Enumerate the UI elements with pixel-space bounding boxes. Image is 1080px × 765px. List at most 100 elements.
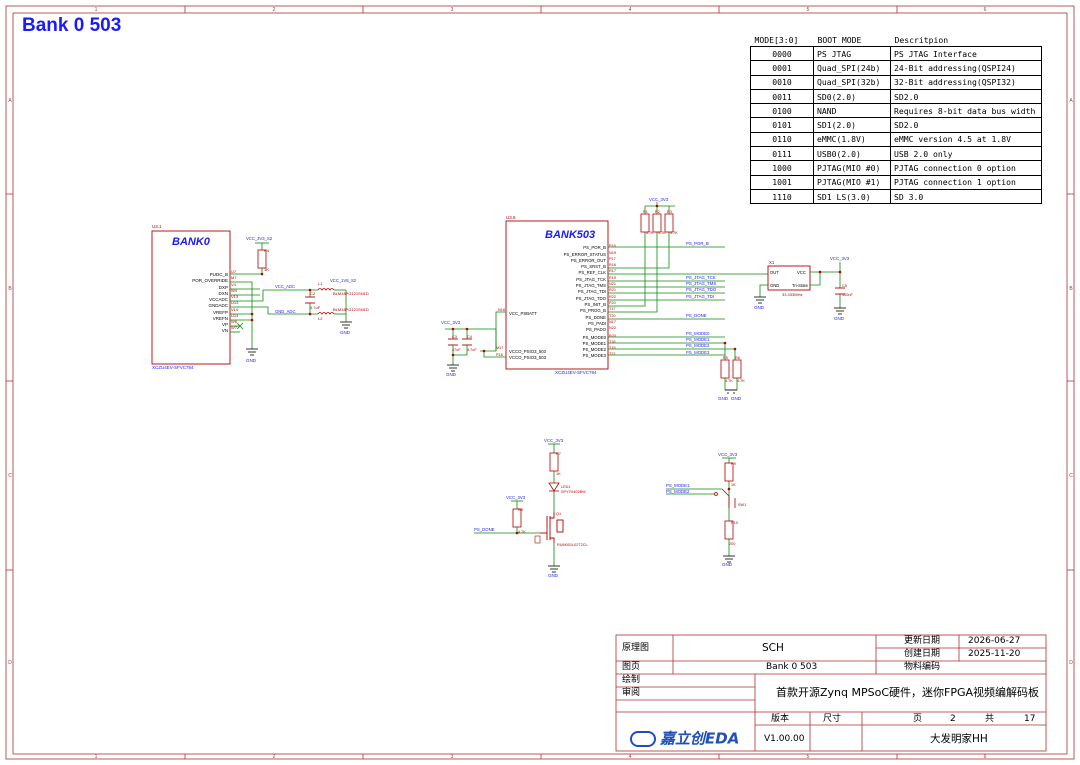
table-cell: PJTAG connection 1 option xyxy=(890,174,1042,190)
tb-total: 17 xyxy=(1024,714,1036,724)
tb-page-no-label: 页 xyxy=(913,714,923,724)
bank503-pin: PS_PROG_B xyxy=(580,308,606,313)
bank0-l2-ref: L2 xyxy=(318,316,323,321)
ruler-row-b-right: B xyxy=(1069,286,1073,292)
bank503-c3-val: 47uF xyxy=(452,348,461,352)
bank503-pin: PS_SRST_B xyxy=(581,264,606,269)
table-cell: Requires 8-bit data bus width xyxy=(890,103,1042,119)
table-cell: 1001 xyxy=(750,174,814,190)
osc-pin-tristate: Tri-State xyxy=(792,283,809,288)
sw-net-mode1: PS_MODE1 xyxy=(666,483,690,488)
led-net-done: PS_DONE xyxy=(474,527,495,532)
ruler-col-2-bottom: 2 xyxy=(273,754,276,760)
tb-logo-text: 嘉立创EDA xyxy=(660,729,740,748)
bank503-left-pin-number: P18 xyxy=(496,353,503,357)
table-cell: 0110 xyxy=(750,131,814,148)
bank0-pin-number: U7 xyxy=(231,269,237,274)
tb-part-no-label: 物料编码 xyxy=(904,662,941,672)
bank503-pin: PS_MODE0 xyxy=(583,335,607,340)
page-title: Bank 0 503 xyxy=(22,15,122,36)
bank503-pin-number: T18 xyxy=(609,340,616,344)
table-cell: 0010 xyxy=(750,74,814,90)
bank503-net-done: PS_DONE xyxy=(686,313,707,318)
osc-pin-out: OUT xyxy=(770,270,779,275)
bank503-vcc-label: VCC_3V3 xyxy=(441,320,461,325)
sw-vcc: VCC_3V3 xyxy=(718,452,738,457)
table-cell: PJTAG(MIO #1) xyxy=(813,174,891,190)
bank0-pin-name: POR_OVERRIDE xyxy=(192,278,228,283)
bank0-pin-name: PUDC_B xyxy=(210,272,228,277)
bank0-pin-name: GNDADC xyxy=(208,303,228,308)
table-cell: 1000 xyxy=(750,160,814,176)
bank503-pin: PS_ERROR_STATUS xyxy=(564,252,606,257)
table-cell: 32-Bit addressing(QSPI32) xyxy=(890,74,1042,90)
tb-created-date: 2025-11-20 xyxy=(968,649,1021,659)
tb-page-no: 2 xyxy=(950,714,956,724)
tb-page-value: Bank 0 503 xyxy=(766,662,818,672)
osc-ref: X1 xyxy=(769,260,775,265)
bank503-left-pin: VCCO_PSIO3_503 xyxy=(509,349,547,354)
bank503-pin-number: R22 xyxy=(609,295,616,299)
osc-cap-val: 100nF xyxy=(842,293,853,297)
bank0-pin-name: DXP xyxy=(219,285,228,290)
table-cell: 24-Bit addressing(QSPI24) xyxy=(890,60,1042,76)
ruler-row-b: B xyxy=(8,286,12,292)
bank503-left-pin: VCCO_PSIO3_503 xyxy=(509,355,547,360)
led-ref: LED1 xyxy=(561,485,571,489)
bank503-pin: PS_REF_CLK xyxy=(579,270,607,275)
bank0-pin-name: VREFP xyxy=(213,310,228,315)
tb-review-label: 审阅 xyxy=(622,688,641,698)
bank0-l2-val: BLM18PG121SN1D xyxy=(333,307,369,312)
bank0-block: U3.1 BANK0 XCZU4EV-SFVC784 PUDC_B POR_OV… xyxy=(151,224,369,370)
ruler-col-6-bottom: 6 xyxy=(984,754,987,760)
bank503-r5 xyxy=(720,359,730,379)
ruler-row-a-right: A xyxy=(1069,98,1073,104)
sw-r-bot-ref: R10 xyxy=(731,521,738,525)
bank503-r3 xyxy=(664,213,674,233)
ruler-row-d-right: D xyxy=(1069,660,1073,666)
bank503-pin-number: T20 xyxy=(609,314,616,318)
bank0-r4-ref: R4 xyxy=(264,248,270,253)
bank503-net-por: PS_POR_B xyxy=(686,241,709,246)
tb-version: V1.00.00 xyxy=(764,734,805,744)
table-cell: 0011 xyxy=(750,88,814,105)
osc-gnd: GND xyxy=(754,305,765,310)
bank0-gnd-adc-sym: GND xyxy=(340,330,351,335)
sw-r-top-val: 1K xyxy=(731,483,736,487)
bank503-r2 xyxy=(652,213,662,233)
switch-icon xyxy=(714,488,736,508)
bank503-net-tdo: PS_JTAG_TDO xyxy=(686,287,717,292)
table-cell: 1110 xyxy=(750,188,814,205)
led-r-top-ref: R7 xyxy=(556,452,561,456)
bank0-title: BANK0 xyxy=(172,236,211,248)
bank0-pin-number: W7 xyxy=(231,325,238,330)
bank503-pin: PS_ERROR_OUT xyxy=(571,258,606,263)
bank503-pin-number: N21 xyxy=(609,282,616,286)
tb-schematic-label: 原理图 xyxy=(622,643,650,653)
bank503-net-tms: PS_JTAG_TMS xyxy=(686,281,716,286)
sw-r-bot xyxy=(724,520,734,540)
table-cell: SD1 LS(3.0) xyxy=(813,188,891,205)
bank503-c3-ref: C3 xyxy=(452,335,457,339)
table-cell: eMMC version 4.5 at 1.8V xyxy=(890,131,1042,148)
bank0-pin-number: U13 xyxy=(231,300,239,305)
q-ref: Q1 xyxy=(556,512,561,516)
bank0-vcc-1v8: VCC_1V8_S2 xyxy=(330,278,357,283)
bank503-left-pin: VCC_PSBATT xyxy=(509,311,537,316)
sheet-frame xyxy=(5,5,1075,760)
bank0-pin-name: VP xyxy=(222,322,228,327)
table-cell: 0000 xyxy=(750,45,814,62)
table-header: BOOT MODE xyxy=(813,33,891,47)
osc-pin-vcc: VCC xyxy=(797,270,806,275)
bank0-ref: U3.1 xyxy=(152,224,162,229)
ruler-col-5-bottom: 5 xyxy=(807,754,810,760)
tb-project: 首款开源Zynq MPSoC硬件，迷你FPGA视频编解码板 xyxy=(776,686,1040,699)
bank503-r1 xyxy=(640,213,650,233)
